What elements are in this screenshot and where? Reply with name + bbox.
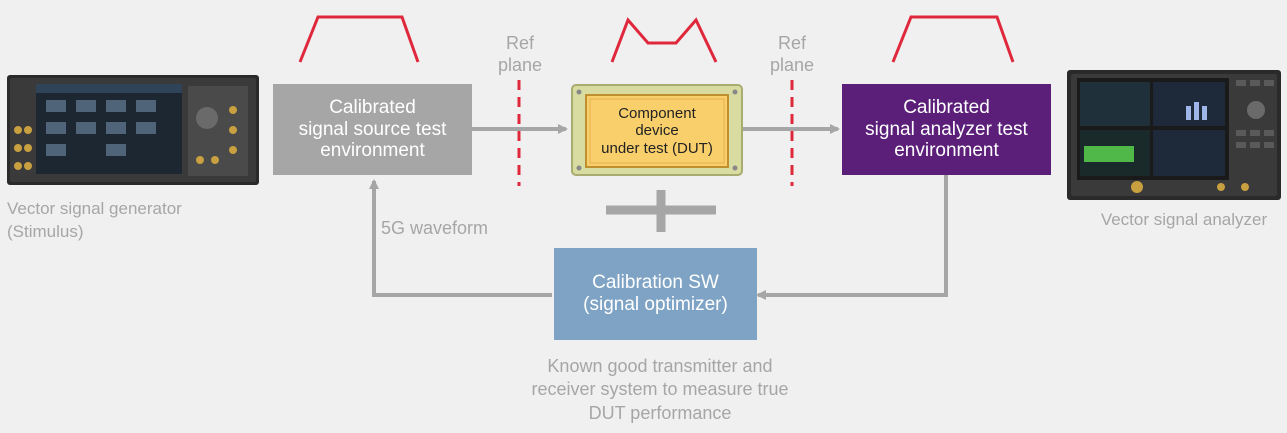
vector-signal-analyzer-image xyxy=(1067,70,1281,200)
source-box-label: Calibrated signal source test environmen… xyxy=(298,96,447,162)
plus-icon xyxy=(606,190,716,232)
calibrated-signal-analyzer-box: Calibrated signal analyzer test environm… xyxy=(842,84,1051,175)
spectrum-distorted-icon xyxy=(610,17,718,63)
spectrum-flat-icon xyxy=(298,15,420,63)
footer-note: Known good transmitter and receiver syst… xyxy=(531,356,789,423)
dut-box-label-area: Component device under test (DUT) xyxy=(586,95,728,167)
analyzer-box-label: Calibrated signal analyzer test environm… xyxy=(865,96,1028,162)
calibration-box-label: Calibration SW (signal optimizer) xyxy=(583,272,728,315)
calibrated-signal-source-box: Calibrated signal source test environmen… xyxy=(273,84,472,175)
spectrum-flat-icon xyxy=(891,15,1015,63)
arrow-analyzer-to-calibration xyxy=(756,175,948,300)
arrow-calibration-to-source xyxy=(369,179,552,297)
vector-signal-generator-caption: Vector signal generator (Stimulus) xyxy=(7,199,182,241)
dut-board xyxy=(571,84,743,176)
vector-signal-analyzer-caption: Vector signal analyzer xyxy=(1100,210,1268,229)
waveform-label: 5G waveform xyxy=(381,218,489,238)
dut-label: Component device under test (DUT) xyxy=(601,105,713,157)
calibration-sw-box: Calibration SW (signal optimizer) xyxy=(554,248,757,340)
vector-signal-generator-image xyxy=(7,75,259,185)
ref-plane-label-right: Ref plane xyxy=(769,33,815,75)
ref-plane-label-left: Ref plane xyxy=(497,33,543,75)
